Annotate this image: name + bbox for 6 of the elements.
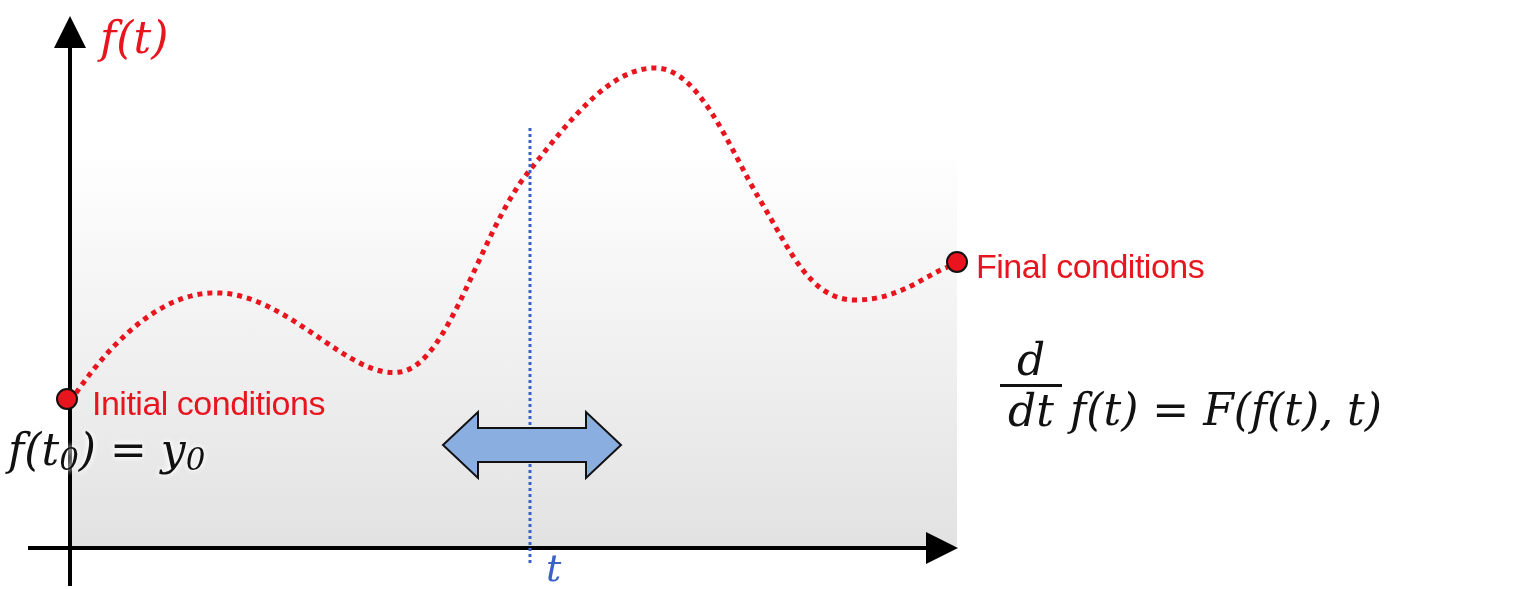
math-label: dt bbox=[1008, 387, 1054, 436]
dotted-curve bbox=[73, 65, 949, 395]
annotation-label: Final conditions bbox=[976, 249, 1205, 283]
math-label: d bbox=[1016, 336, 1046, 385]
annotation-label: Initial conditions bbox=[92, 386, 325, 420]
math-label: t bbox=[546, 548, 562, 589]
